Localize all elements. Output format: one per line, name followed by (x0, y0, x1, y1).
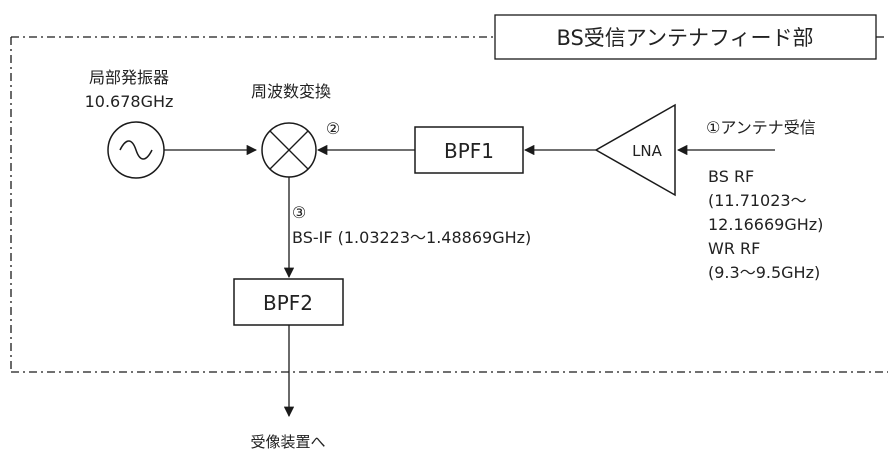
marker-3: ③ (292, 203, 306, 222)
bpf1-label: BPF1 (444, 139, 494, 163)
sine-wave-icon (119, 140, 153, 160)
feed-section-frame (10, 36, 888, 373)
lna-amplifier (594, 103, 676, 197)
input-signal-line-2: (11.71023～ (708, 191, 807, 210)
input-signal-line-5: (9.3～9.5GHz) (708, 263, 820, 282)
bpf2-block (233, 278, 344, 326)
lna-label: LNA (632, 142, 663, 160)
local-oscillator-frequency: 10.678GHz (85, 92, 174, 111)
input-signal-line-4: WR RF (708, 239, 760, 258)
local-oscillator-label: 局部発振器 (89, 68, 169, 87)
section-title: BS受信アンテナフィード部 (556, 26, 813, 50)
if-signal-label: BS-IF (1.03223～1.48869GHz) (292, 228, 531, 247)
output-destination-label: 受像装置へ (250, 433, 325, 451)
local-oscillator-symbol (107, 121, 165, 179)
mixer-label: 周波数変換 (251, 82, 331, 101)
bpf1-block (414, 126, 524, 174)
input-signal-line-1: BS RF (708, 167, 754, 186)
input-signal-line-3: 12.16669GHz) (708, 215, 823, 234)
section-title-box (494, 14, 877, 60)
bpf2-label: BPF2 (263, 291, 313, 315)
input-signal-spec: BS RF (11.71023～ 12.16669GHz) WR RF (9.3… (708, 167, 823, 282)
mixer-symbol (261, 122, 317, 178)
marker-1-antenna-input: ①アンテナ受信 (706, 118, 816, 137)
marker-2: ② (326, 119, 340, 138)
